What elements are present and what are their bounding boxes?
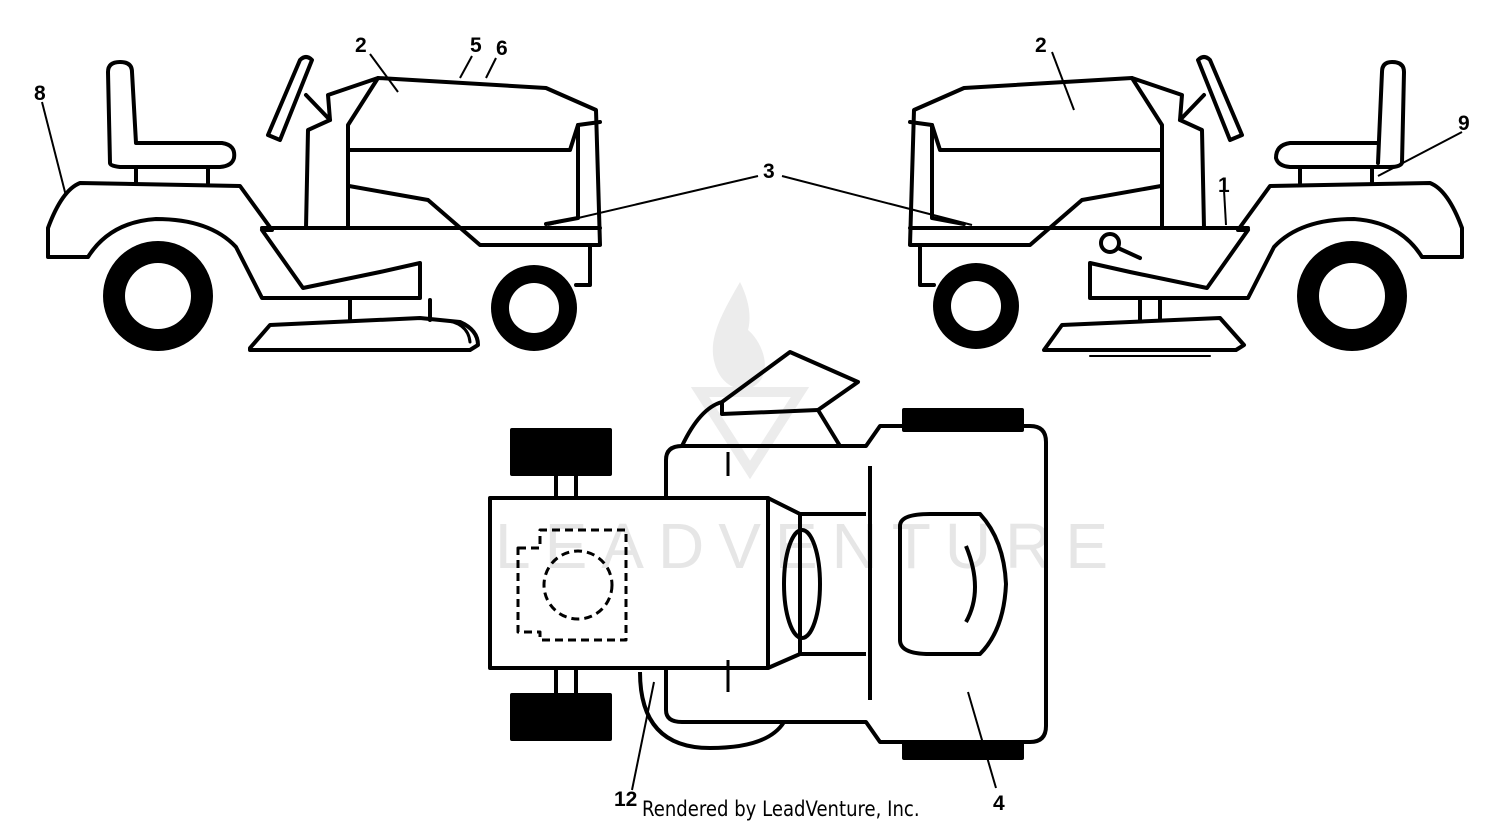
- callout-1: 1: [1218, 174, 1230, 197]
- right-rear-wheel: [1297, 241, 1407, 351]
- mower-deck: [248, 316, 480, 352]
- steering-top: [782, 528, 822, 640]
- callout-5: 5: [470, 34, 482, 57]
- rear-left-wheel-top: [510, 428, 612, 476]
- callout-9: 9: [1458, 112, 1470, 135]
- callout-2-left: 2: [355, 34, 367, 57]
- callout-4: 4: [993, 792, 1005, 815]
- seat: [1274, 60, 1406, 169]
- callout-labels: 8 2 5 6 3 2 1 9 12 4: [34, 34, 1470, 815]
- seat: [106, 60, 237, 169]
- right-front-wheel: [933, 263, 1019, 349]
- steering-wheel: [1196, 55, 1244, 142]
- tractor-right-side-view: [908, 55, 1464, 357]
- render-credit: Rendered by LeadVenture, Inc.: [642, 797, 920, 821]
- watermark-text: LEADVENTURE: [495, 510, 1122, 582]
- hood-grille: [898, 512, 1008, 656]
- discharge-chute: [680, 350, 860, 448]
- flame-logo-icon: [690, 282, 810, 480]
- seat-body-top: [488, 496, 770, 670]
- leader-lines: [41, 51, 1463, 791]
- rear-fender: [1088, 181, 1464, 300]
- tractor-top-view: [488, 350, 1048, 760]
- callout-2-right: 2: [1035, 34, 1047, 57]
- rear-fender: [46, 181, 422, 300]
- callout-6: 6: [496, 37, 508, 60]
- front-right-wheel-top: [902, 740, 1024, 760]
- callout-3: 3: [763, 160, 775, 183]
- tractor-left-side-view: [46, 55, 602, 352]
- left-front-wheel: [491, 265, 577, 351]
- rear-right-wheel-top: [510, 693, 612, 741]
- mower-deck: [1042, 316, 1246, 352]
- callout-8: 8: [34, 82, 46, 105]
- left-rear-wheel: [103, 241, 213, 351]
- callout-12: 12: [614, 788, 637, 811]
- steering-wheel: [266, 55, 314, 142]
